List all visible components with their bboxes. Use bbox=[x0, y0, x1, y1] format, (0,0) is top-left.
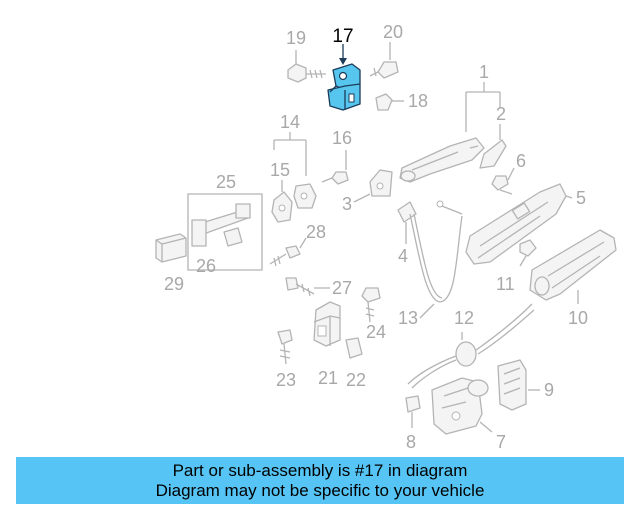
part-13-cable[interactable] bbox=[409, 200, 463, 319]
parts-diagram: 17 19 20 18 1 2 6 3 bbox=[155, 22, 617, 452]
part-16-bolt[interactable] bbox=[321, 150, 349, 185]
banner-line-2: Diagram may not be specific to your vehi… bbox=[155, 481, 485, 500]
label-16: 16 bbox=[332, 128, 352, 148]
label-1: 1 bbox=[479, 62, 489, 82]
part-5-handle-frame[interactable] bbox=[465, 183, 573, 265]
part-2-cap[interactable] bbox=[479, 124, 507, 169]
part-27-bolt[interactable] bbox=[285, 277, 330, 297]
label-24: 24 bbox=[366, 322, 386, 342]
label-10: 10 bbox=[568, 308, 588, 328]
label-25: 25 bbox=[216, 172, 236, 192]
label-4: 4 bbox=[398, 246, 408, 266]
part-21-striker[interactable] bbox=[313, 301, 341, 347]
label-11: 11 bbox=[496, 274, 515, 294]
part-24-bolt[interactable] bbox=[361, 287, 381, 323]
part-8-bolt[interactable] bbox=[405, 395, 421, 428]
part-19-bolt[interactable] bbox=[287, 50, 326, 83]
part-18-bushing[interactable] bbox=[375, 93, 404, 111]
info-banner: Part or sub-assembly is #17 in diagram D… bbox=[16, 457, 624, 504]
part-4-cable-bracket[interactable] bbox=[397, 201, 417, 244]
label-28: 28 bbox=[306, 222, 326, 242]
label-20: 20 bbox=[383, 22, 403, 42]
part-12-cable[interactable] bbox=[407, 303, 535, 389]
part-28-bolt[interactable] bbox=[269, 237, 307, 267]
label-8: 8 bbox=[406, 432, 416, 452]
label-2: 2 bbox=[496, 104, 506, 124]
label-19: 19 bbox=[286, 28, 306, 48]
label-9: 9 bbox=[544, 380, 554, 400]
part-6-screw[interactable] bbox=[491, 167, 515, 195]
label-15: 15 bbox=[270, 160, 290, 180]
part-25-door-check[interactable] bbox=[191, 203, 251, 247]
label-26: 26 bbox=[196, 256, 216, 276]
banner-line-1: Part or sub-assembly is #17 in diagram bbox=[172, 461, 468, 480]
part-3-bracket[interactable] bbox=[353, 169, 393, 203]
label-6: 6 bbox=[516, 151, 526, 171]
label-29: 29 bbox=[164, 274, 184, 294]
part-20-bolt[interactable] bbox=[369, 42, 399, 79]
label-7: 7 bbox=[496, 432, 506, 452]
part-10-inner-handle[interactable] bbox=[529, 229, 617, 304]
part-17-striker[interactable] bbox=[327, 44, 361, 111]
label-17: 17 bbox=[332, 26, 353, 47]
label-14: 14 bbox=[280, 112, 300, 132]
label-22: 22 bbox=[346, 370, 366, 390]
label-3: 3 bbox=[342, 194, 352, 214]
part-15-check-link[interactable] bbox=[271, 180, 293, 223]
label-5: 5 bbox=[576, 188, 586, 208]
part-22-bushing[interactable] bbox=[345, 337, 363, 359]
part-23-bolt[interactable] bbox=[277, 329, 293, 365]
label-23: 23 bbox=[276, 370, 296, 390]
label-18: 18 bbox=[408, 91, 428, 111]
part-14-hinge[interactable] bbox=[293, 183, 317, 209]
part-26-cover[interactable] bbox=[223, 227, 243, 247]
part-11-screw[interactable] bbox=[519, 239, 537, 267]
part-29-plug[interactable] bbox=[155, 233, 187, 263]
label-27: 27 bbox=[332, 278, 352, 298]
label-13: 13 bbox=[398, 308, 418, 328]
part-7-latch[interactable] bbox=[431, 377, 493, 435]
label-21: 21 bbox=[318, 368, 338, 388]
part-9-cover[interactable] bbox=[497, 359, 540, 411]
label-12: 12 bbox=[454, 308, 474, 328]
part-1-outer-handle[interactable] bbox=[399, 137, 485, 183]
